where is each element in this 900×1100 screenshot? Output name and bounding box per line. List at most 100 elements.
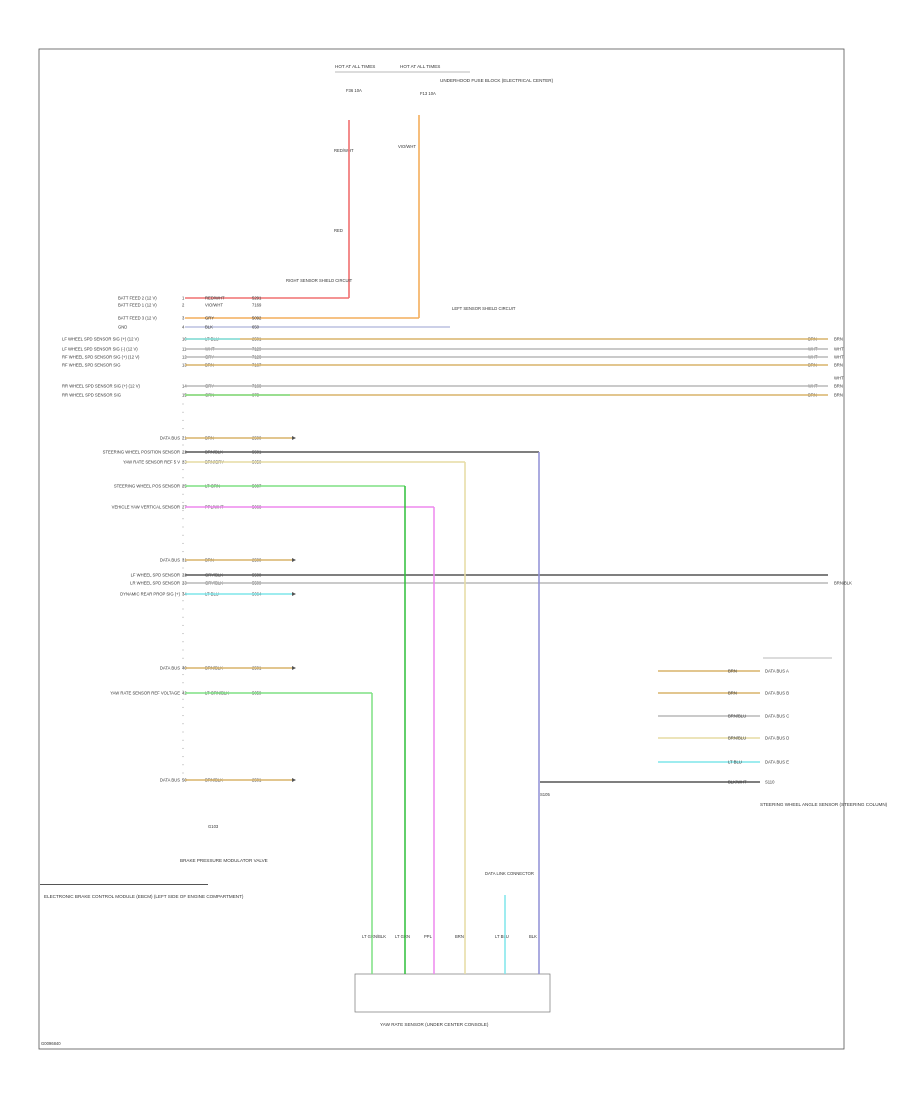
- data-link-label: DATA LINK CONNECTOR: [485, 871, 534, 876]
- yaw-wire-label: LT BLU: [495, 934, 509, 939]
- pin-label: BATT FEED 2 (12 V): [118, 296, 157, 301]
- pin-dot: [182, 592, 184, 594]
- pin-number: 33: [182, 581, 187, 586]
- pin-number: 10: [182, 337, 187, 342]
- pin-dot: [182, 444, 184, 446]
- circuit-number: 650: [252, 325, 260, 330]
- pin-number: 14: [182, 384, 187, 389]
- steering-wire-code: BRN/BLU: [728, 714, 746, 719]
- pin-label: LF WHEEL SPD SENSOR SIG (+) (12 V): [62, 337, 139, 342]
- pin-dot: [182, 649, 184, 651]
- steering-wire-code: BRN: [728, 691, 737, 696]
- pin-dot: [182, 428, 184, 430]
- pin-dot: [182, 436, 184, 438]
- pin-dot: [182, 452, 184, 454]
- ebcm-module-label: ELECTRONIC BRAKE CONTROL MODULE (EBCM) (…: [44, 894, 244, 899]
- pin-dot: [182, 731, 184, 733]
- ground-label: G103: [208, 824, 219, 829]
- circuit-number: 5291: [252, 296, 262, 301]
- pin-dot: [182, 518, 184, 520]
- ebcm-module-box: [40, 884, 208, 885]
- pin-number: 23: [182, 460, 187, 465]
- pin-dot: [182, 682, 184, 684]
- wire-color: BLK: [205, 325, 213, 330]
- pin-number: 21: [182, 436, 187, 441]
- fuse-item-1: F36 10A: [346, 88, 362, 93]
- fuse-block-label: UNDERHOOD FUSE BLOCK (ELECTRICAL CENTER): [440, 78, 554, 83]
- fuse-label-1: HOT AT ALL TIMES: [335, 64, 375, 69]
- connector-arrow: [292, 666, 296, 670]
- pin-label: BATT FEED 1 (12 V): [118, 303, 157, 308]
- pin-label: YAW RATE SENSOR REF VOLTAGE: [110, 691, 180, 696]
- figure-id: G0096840: [41, 1041, 61, 1046]
- ref-label-left: LEFT SENSOR SHIELD CIRCUIT: [452, 306, 516, 311]
- pin-number: 31: [182, 558, 187, 563]
- steering-pin-label: S110: [765, 780, 775, 785]
- pin-dot: [182, 419, 184, 421]
- yaw-wire-label: BLK: [529, 934, 537, 939]
- side-code: BRN/BLK: [834, 581, 852, 586]
- pin-number: 1: [182, 296, 185, 301]
- pin-number: 50: [182, 778, 187, 783]
- circuit-number: 5092: [252, 316, 262, 321]
- side-code: BRN: [834, 337, 843, 342]
- pin-number: 4: [182, 325, 185, 330]
- yaw-wire-label: LT GRN/BLK: [362, 934, 386, 939]
- pin-dot: [182, 600, 184, 602]
- pin-label: YAW RATE SENSOR REF 5 V: [123, 460, 180, 465]
- steering-pin-label: DATA BUS C: [765, 714, 789, 719]
- pin-label: DATA BUS: [160, 558, 180, 563]
- side-code: WHT: [834, 376, 844, 381]
- pin-label: LF WHEEL SPD SENSOR SIG (-) (12 V): [62, 347, 138, 352]
- wire-color: VIO/WHT: [205, 303, 223, 308]
- steering-pin-label: DATA BUS E: [765, 760, 789, 765]
- pin-dot: [182, 747, 184, 749]
- pin-dot: [182, 633, 184, 635]
- yaw-wire-label: PPL: [424, 934, 433, 939]
- pin-dot: [182, 501, 184, 503]
- pin-label: STEERING WHEEL POS SENSOR: [114, 484, 180, 489]
- connector-arrow: [292, 558, 296, 562]
- pin-number: 11: [182, 347, 187, 352]
- connector-arrow: [292, 778, 296, 782]
- pin-dot: [182, 641, 184, 643]
- pin-dot: [182, 608, 184, 610]
- pin-label: RF WHEEL SPD SENSOR SIG: [62, 363, 120, 368]
- pin-dot: [182, 715, 184, 717]
- pin-dot: [182, 665, 184, 667]
- side-code: WHT: [834, 355, 844, 360]
- pin-number: 12: [182, 355, 187, 360]
- steering-wire-code: BRN: [728, 669, 737, 674]
- pin-label: RR WHEEL SPD SENSOR SIG (+) (12 V): [62, 384, 141, 389]
- pin-label: GND: [118, 325, 127, 330]
- side-code: WHT: [834, 347, 844, 352]
- pin-dot: [182, 411, 184, 413]
- pin-label: LF WHEEL SPD SENSOR: [131, 573, 180, 578]
- yaw-wire-label: LT GRN: [395, 934, 410, 939]
- pin-dot: [182, 551, 184, 553]
- pin-dot: [182, 583, 184, 585]
- pin-dot: [182, 469, 184, 471]
- pin-dot: [182, 772, 184, 774]
- connector-arrow: [292, 436, 296, 440]
- pin-dot: [182, 690, 184, 692]
- diagram-border: [38, 48, 845, 1050]
- pin-number: 15: [182, 393, 187, 398]
- steering-pin-label: DATA BUS D: [765, 736, 789, 741]
- yaw-sensor-box: [354, 973, 551, 1013]
- pin-dot: [182, 567, 184, 569]
- side-code: BRN: [834, 363, 843, 368]
- pin-label: RR WHEEL SPD SENSOR SIG: [62, 393, 121, 398]
- pin-number: 13: [182, 363, 187, 368]
- pin-label: VEHICLE YAW VERTICAL SENSOR: [112, 505, 180, 510]
- pin-label: LR WHEEL SPD SENSOR: [130, 581, 180, 586]
- pin-number: 22: [182, 450, 187, 455]
- connector-arrow: [292, 592, 296, 596]
- steering-pin-label: DATA BUS A: [765, 669, 789, 674]
- pin-dot: [182, 723, 184, 725]
